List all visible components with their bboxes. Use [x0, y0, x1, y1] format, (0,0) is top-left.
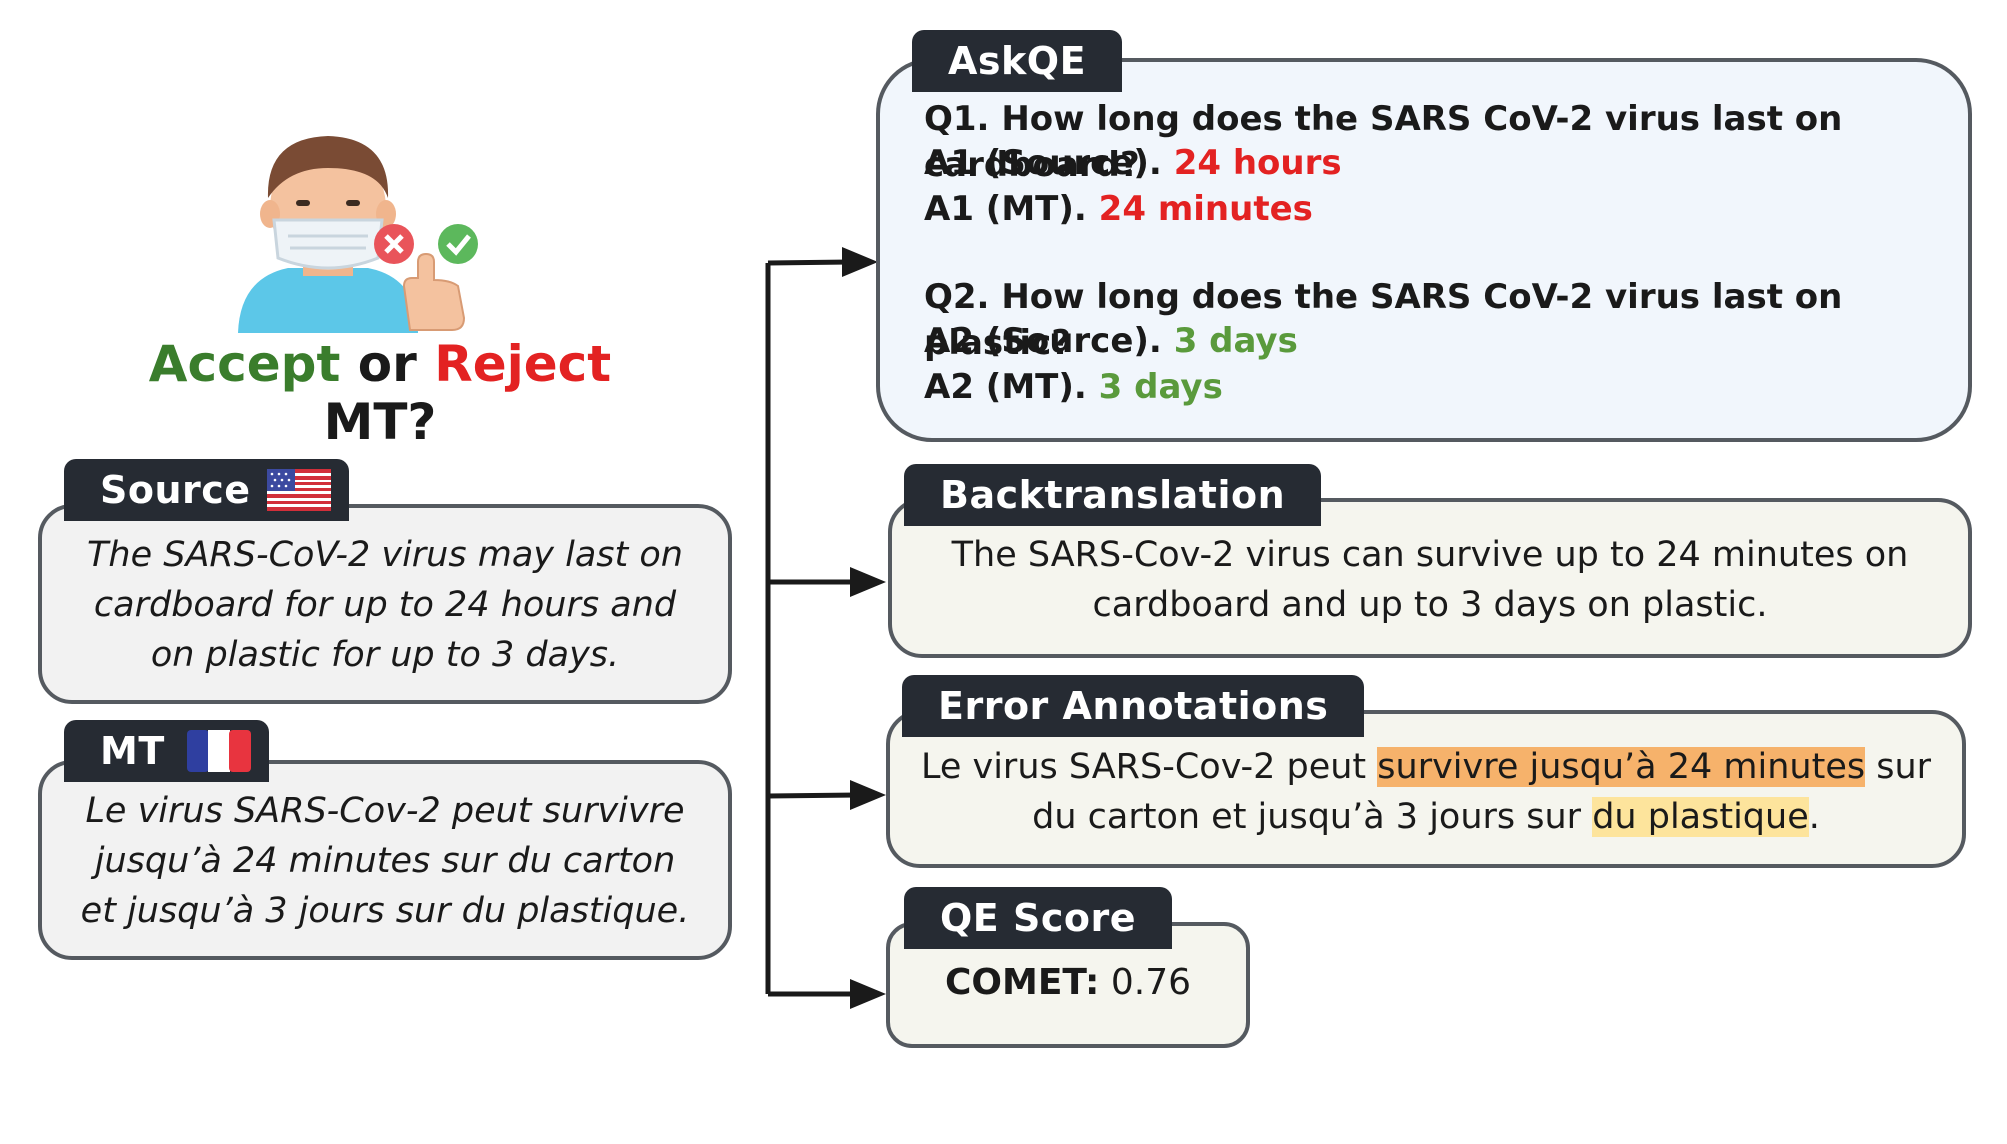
askqe-a1-mt: A1 (MT). 24 minutes: [924, 186, 1313, 232]
a1-mt-label: A1 (MT).: [924, 189, 1087, 229]
error-annotation-line2: du carton et jusqu’à 3 jours sur du plas…: [890, 792, 1962, 842]
arrowhead-backtranslation: [850, 567, 886, 597]
a2-mt-value: 3 days: [1098, 367, 1223, 407]
qe-score-line: COMET: 0.76: [890, 926, 1246, 1003]
askqe-label: AskQE: [948, 39, 1087, 83]
mt-box: Le virus SARS-Cov-2 peut survivre jusqu’…: [38, 760, 732, 960]
reject-word: Reject: [434, 335, 612, 393]
askqe-box: Q1. How long does the SARS CoV-2 virus l…: [876, 58, 1972, 442]
a1-mt-value: 24 minutes: [1098, 189, 1313, 229]
arrowhead-askqe: [842, 247, 878, 277]
mt-word: MT?: [323, 393, 437, 451]
error-highlight-minor: du plastique: [1592, 797, 1809, 837]
backtranslation-line2: cardboard and up to 3 days on plastic.: [1092, 585, 1768, 625]
mt-text-line2: jusqu’à 24 minutes sur du carton: [94, 841, 676, 881]
or-word: or: [357, 335, 417, 393]
qe-metric-value: 0.76: [1110, 962, 1192, 1003]
source-text-line3: on plastic for up to 3 days.: [150, 635, 620, 675]
us-flag-icon: [266, 469, 331, 511]
source-text-line2: cardboard for up to 24 hours and: [93, 585, 677, 625]
qe-score-tab: QE Score: [904, 887, 1173, 949]
backtranslation-line1: The SARS-Cov-2 virus can survive up to 2…: [951, 535, 1909, 575]
error-highlight-major: survivre jusqu’à 24 minutes: [1377, 747, 1866, 787]
askqe-a2-mt: A2 (MT). 3 days: [924, 364, 1223, 410]
arrow-to-error-annotations: [767, 792, 859, 799]
accept-word: Accept: [148, 335, 341, 393]
source-box: The SARS-CoV-2 virus may last on cardboa…: [38, 504, 732, 704]
french-flag-icon: [186, 730, 251, 772]
error-line1-pre: Le virus SARS-Cov-2 peut: [920, 747, 1378, 787]
mt-text-line1: Le virus SARS-Cov-2 peut survivre: [85, 791, 685, 831]
source-label: Source: [100, 468, 251, 512]
hand-reject-accept-icon: [374, 224, 478, 331]
mt-label: MT: [100, 729, 165, 773]
source-tab: Source: [64, 459, 349, 521]
error-annotations-tab: Error Annotations: [902, 675, 1365, 737]
error-line1-post: sur: [1865, 747, 1932, 787]
error-annotation-line1: Le virus SARS-Cov-2 peut survivre jusqu’…: [890, 742, 1962, 792]
a2-source-label: A2 (Source).: [924, 321, 1162, 361]
qe-metric-label: COMET:: [944, 962, 1100, 1003]
arrow-to-askqe: [767, 259, 851, 266]
error-annotations-label: Error Annotations: [938, 684, 1329, 728]
mt-text-line3: et jusqu’à 3 jours sur du plastique.: [80, 891, 690, 931]
askqe-a2-source: A2 (Source). 3 days: [924, 318, 1298, 364]
askqe-q2: Q2. How long does the SARS CoV-2 virus l…: [924, 277, 1843, 363]
accept-reject-question: Accept or Reject MT?: [100, 335, 660, 451]
arrowhead-error-annotations: [850, 780, 886, 810]
mt-tab: MT: [64, 720, 269, 782]
error-annotations-box: Le virus SARS-Cov-2 peut survivre jusqu’…: [886, 710, 1966, 868]
a1-source-value: 24 hours: [1173, 143, 1342, 183]
askqe-tab: AskQE: [912, 30, 1123, 92]
backtranslation-tab: Backtranslation: [904, 464, 1322, 526]
a2-source-value: 3 days: [1173, 321, 1298, 361]
a1-source-label: A1 (Source).: [924, 143, 1162, 183]
askqe-q1: Q1. How long does the SARS CoV-2 virus l…: [924, 99, 1843, 185]
arrowhead-qe-score: [850, 979, 886, 1009]
masked-person-icon: [238, 136, 418, 333]
qe-score-label: QE Score: [940, 896, 1137, 940]
backtranslation-label: Backtranslation: [940, 473, 1286, 517]
a2-mt-label: A2 (MT).: [924, 367, 1087, 407]
error-line2-post: .: [1808, 797, 1820, 837]
error-line2-pre: du carton et jusqu’à 3 jours sur: [1032, 797, 1593, 837]
source-text-line1: The SARS-CoV-2 virus may last on: [87, 535, 683, 575]
askqe-a1-source: A1 (Source). 24 hours: [924, 140, 1342, 186]
